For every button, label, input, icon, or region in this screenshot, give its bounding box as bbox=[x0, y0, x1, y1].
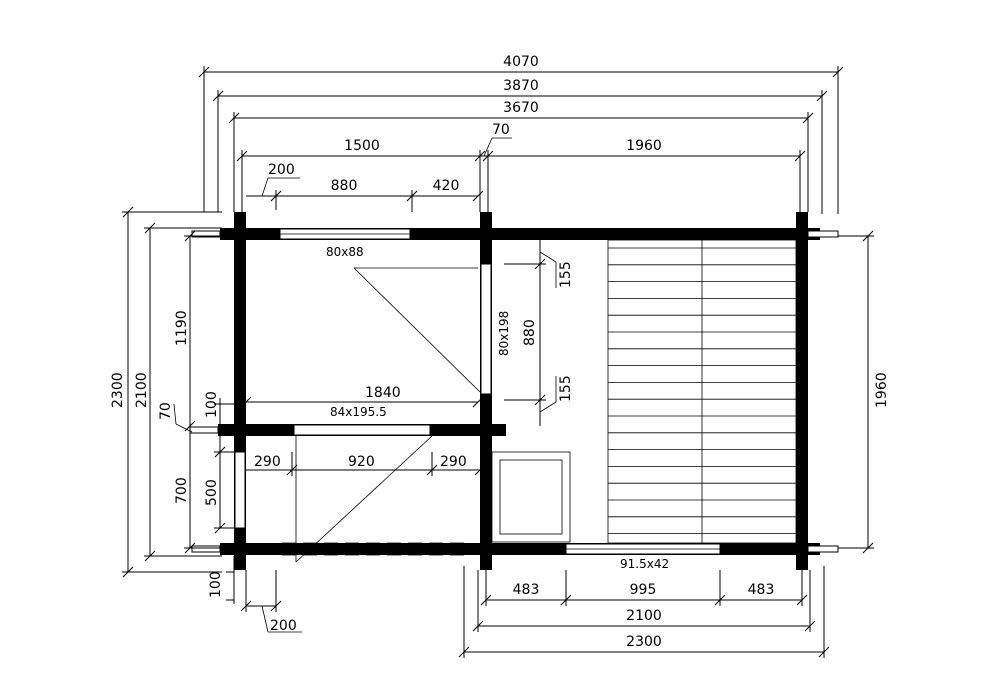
dim-4070: 4070 bbox=[503, 54, 539, 70]
stove-outer bbox=[491, 451, 571, 543]
dim-995: 995 bbox=[630, 582, 657, 598]
top-right-wall-end bbox=[807, 230, 839, 238]
left-wall-opening bbox=[234, 451, 246, 529]
dim-880-window: 880 bbox=[331, 178, 358, 194]
bottom-left-wall-end bbox=[191, 545, 221, 553]
dim-290-left: 290 bbox=[254, 454, 281, 470]
stove bbox=[491, 451, 571, 543]
walls bbox=[189, 212, 839, 570]
dim-500: 500 bbox=[204, 479, 220, 506]
top-dimensions: 4070 3870 3670 1500 1960 70 bbox=[198, 54, 844, 214]
dim-880-door: 880 bbox=[522, 319, 538, 346]
dim-100-bottom: 100 bbox=[208, 571, 224, 598]
mid-door-label: 84x195.5 bbox=[330, 405, 387, 419]
dim-70-left: 70 bbox=[158, 402, 174, 420]
dim-290-right: 290 bbox=[440, 454, 467, 470]
dim-1840: 1840 bbox=[365, 385, 401, 401]
right-door-swing bbox=[353, 267, 481, 393]
bottom-right-wall-end bbox=[807, 545, 839, 553]
dim-420: 420 bbox=[433, 178, 460, 194]
dim-483-right: 483 bbox=[748, 582, 775, 598]
dim-700: 700 bbox=[174, 477, 190, 504]
inner-door-opening bbox=[293, 424, 431, 436]
right-wall bbox=[796, 212, 808, 570]
openings bbox=[234, 228, 721, 556]
left-dimensions: 2300 2100 1190 700 100 500 70 bbox=[110, 206, 236, 578]
dim-2100-bottom: 2100 bbox=[626, 608, 662, 624]
dim-2300-left: 2300 bbox=[110, 372, 126, 408]
dim-155-top: 155 bbox=[558, 261, 574, 288]
bottom-dimensions: 483 995 483 2100 2300 bbox=[458, 566, 830, 658]
dim-1960-top: 1960 bbox=[626, 138, 662, 154]
dim-920: 920 bbox=[348, 454, 375, 470]
dim-100-left: 100 bbox=[204, 391, 220, 418]
dim-1500: 1500 bbox=[344, 138, 380, 154]
opening-labels: 80x88 80x198 1840 84x195.5 91.5x42 bbox=[240, 245, 669, 571]
entrance-door-swing bbox=[295, 435, 433, 563]
dim-2100-left: 2100 bbox=[134, 372, 150, 408]
right-door-opening bbox=[480, 263, 492, 395]
dim-2300-bottom: 2300 bbox=[626, 634, 662, 650]
dim-155-bottom: 155 bbox=[558, 375, 574, 402]
bottom-window-label: 91.5x42 bbox=[620, 557, 669, 571]
right-dimensions: 1960 bbox=[838, 230, 890, 554]
inner-left-wall-end bbox=[189, 426, 219, 434]
dim-3670: 3670 bbox=[503, 100, 539, 116]
stove-inner bbox=[499, 459, 563, 535]
dim-70-top: 70 bbox=[492, 122, 510, 138]
dim-200-top: 200 bbox=[268, 162, 295, 178]
lower-dimensions: 290 920 290 bbox=[246, 452, 486, 476]
door-swings bbox=[295, 267, 481, 563]
bottom-left-dimensions: 100 200 bbox=[208, 556, 302, 634]
right-door-label: 80x198 bbox=[497, 311, 511, 356]
dim-200-bottom: 200 bbox=[270, 618, 297, 634]
dim-3870: 3870 bbox=[503, 78, 539, 94]
sauna-benches bbox=[607, 239, 797, 544]
dim-1190: 1190 bbox=[174, 310, 190, 346]
top-window-label: 80x88 bbox=[326, 245, 364, 259]
dim-1960-right: 1960 bbox=[874, 372, 890, 408]
right-door-dimensions: 880 155 155 bbox=[504, 240, 574, 426]
dim-483-left: 483 bbox=[513, 582, 540, 598]
